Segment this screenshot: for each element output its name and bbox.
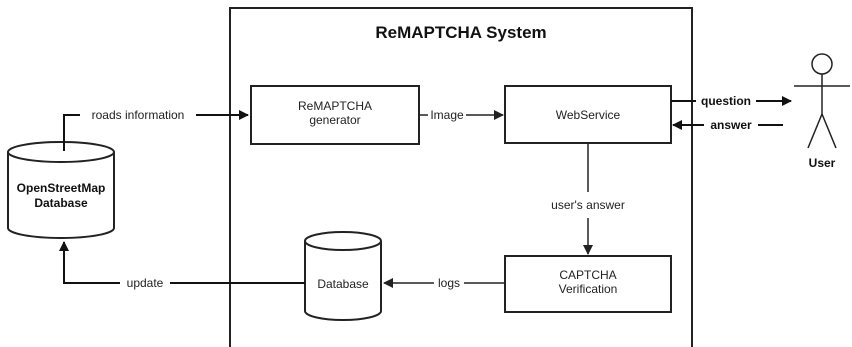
edge-answer: answer (672, 118, 783, 132)
edge-label-logs: logs (438, 276, 460, 290)
user-actor: User (794, 53, 850, 170)
edge-label-image: Image (430, 108, 464, 122)
verification-box: CAPTCHA Verification (504, 255, 672, 313)
edge-label-users-answer: user's answer (551, 198, 625, 212)
edge-update: update (59, 241, 305, 290)
webservice-box: WebService (504, 85, 672, 144)
user-label: User (809, 156, 836, 170)
verification-label-line1: CAPTCHA (559, 268, 616, 282)
generator-label-line2: generator (309, 113, 360, 127)
generator-box: ReMAPTCHA generator (250, 85, 420, 145)
edge-users-answer: user's answer (551, 143, 625, 255)
database-cylinder: Database (304, 231, 382, 321)
edge-label-answer: answer (710, 118, 752, 132)
edge-logs: logs (383, 276, 505, 290)
webservice-label: WebService (556, 108, 621, 122)
system-title: ReMAPTCHA System (375, 23, 546, 42)
edge-image: Image (419, 108, 504, 122)
edge-roads-information: roads information (63, 108, 249, 151)
edge-label-question: question (701, 94, 751, 108)
generator-label-line1: ReMAPTCHA (298, 99, 372, 113)
edge-question: question (671, 94, 792, 108)
osm-database-label-line2: Database (34, 196, 88, 210)
edge-label-roads-information: roads information (92, 108, 185, 122)
database-label: Database (317, 277, 369, 291)
system-boundary: ReMAPTCHA System (229, 7, 693, 347)
verification-label-line2: Verification (559, 282, 618, 296)
osm-database-label-line1: OpenStreetMap (17, 181, 106, 195)
edge-label-update: update (127, 276, 164, 290)
osm-database-cylinder: OpenStreetMap Database (7, 141, 115, 239)
